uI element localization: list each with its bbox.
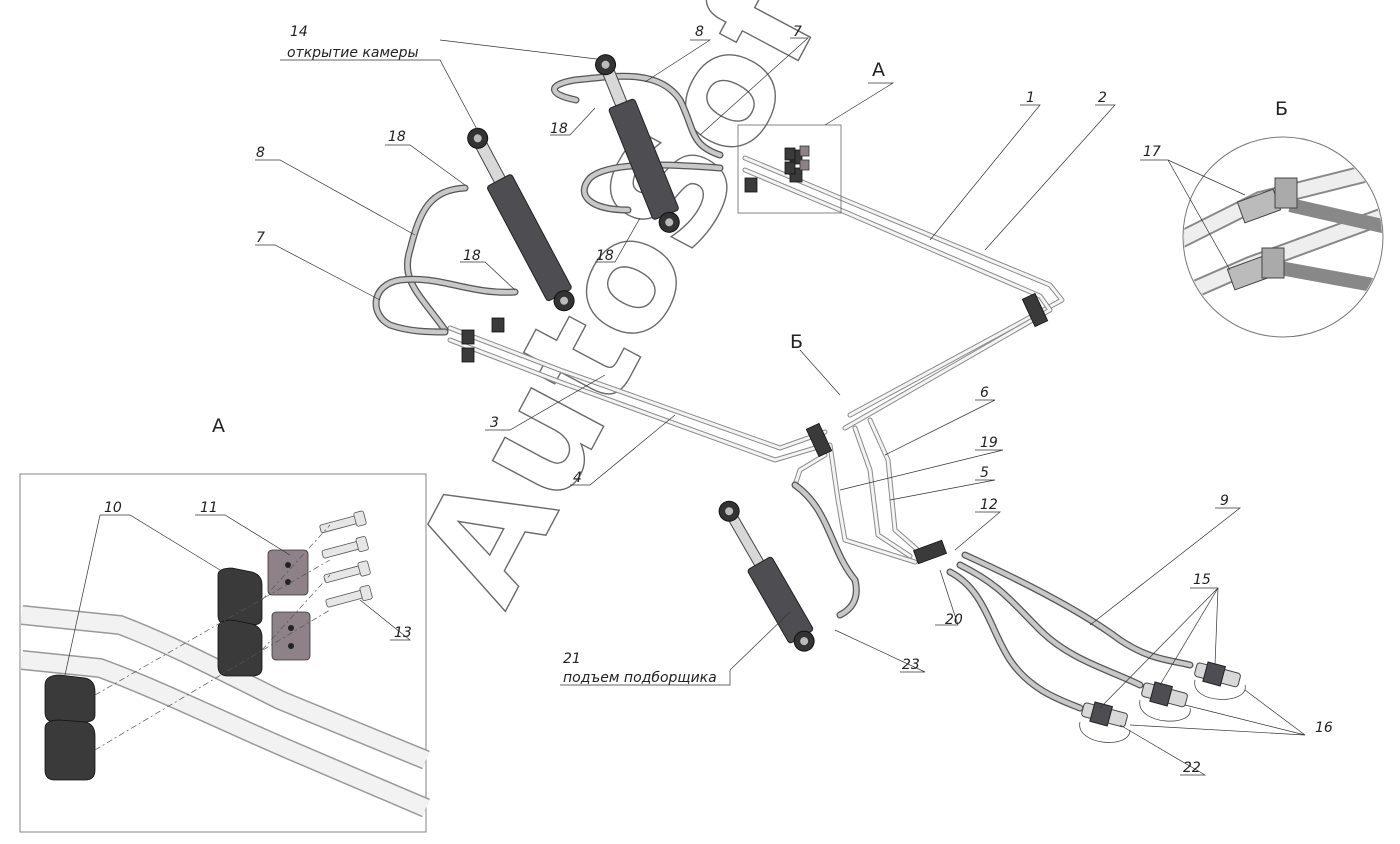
section-letter-a-bottom: А [212,415,225,437]
section-letter-a-top: А [872,59,885,81]
callout-10: 10 [104,500,122,516]
callout-numbers: 14 8 7 18 18 8 18 7 18 1 2 17 3 4 6 19 5… [104,24,1333,776]
callout-2: 2 [1098,90,1107,106]
callout-12: 12 [980,497,998,513]
callout-9: 9 [1220,493,1229,509]
callout-14: 14 [290,24,308,40]
callout-11: 11 [200,500,218,516]
callout-4: 4 [573,470,582,486]
leader-lines [64,37,1306,776]
callout-8: 8 [695,24,704,40]
callout-18: 18 [550,121,568,137]
pipe-clamps [461,149,1049,565]
callout-21: 21 [563,651,581,667]
caption-chamber-open: открытие камеры [287,45,419,61]
callout-7: 7 [256,230,265,246]
callout-13: 13 [394,625,412,641]
hydraulic-cylinder-upper [595,54,680,233]
callout-17: 17 [1143,144,1161,160]
detail-a-frame-small [737,124,842,214]
callout-18: 18 [596,248,614,264]
callout-8: 8 [256,145,265,161]
detail-a-enlarged [20,510,430,818]
pipe-routes [447,155,1065,565]
section-letter-b-right: Б [1275,98,1288,120]
callout-18: 18 [388,129,406,145]
caption-pickup-lift: подъем подборщика [563,670,717,686]
callout-19: 19 [980,435,998,451]
callout-23: 23 [902,657,920,673]
hydraulic-cylinder-left [467,127,575,312]
callout-5: 5 [980,465,989,481]
callout-22: 22 [1183,760,1201,776]
quick-couplers [1079,661,1246,743]
section-letter-b-center: Б [790,331,803,353]
hoses [372,72,1194,712]
callout-1: 1 [1026,90,1035,106]
callout-3: 3 [490,415,499,431]
watermark: AutoSoft [383,0,887,629]
detail-a-parts-small [784,145,810,175]
callout-6: 6 [980,385,989,401]
callout-16: 16 [1315,720,1333,736]
detail-a-frame [19,473,427,833]
detail-b-circle [1182,136,1384,338]
callout-20: 20 [945,612,963,628]
hydraulic-cylinder-lift [718,500,815,652]
callout-7: 7 [793,24,802,40]
callout-15: 15 [1193,572,1211,588]
callout-18: 18 [463,248,481,264]
